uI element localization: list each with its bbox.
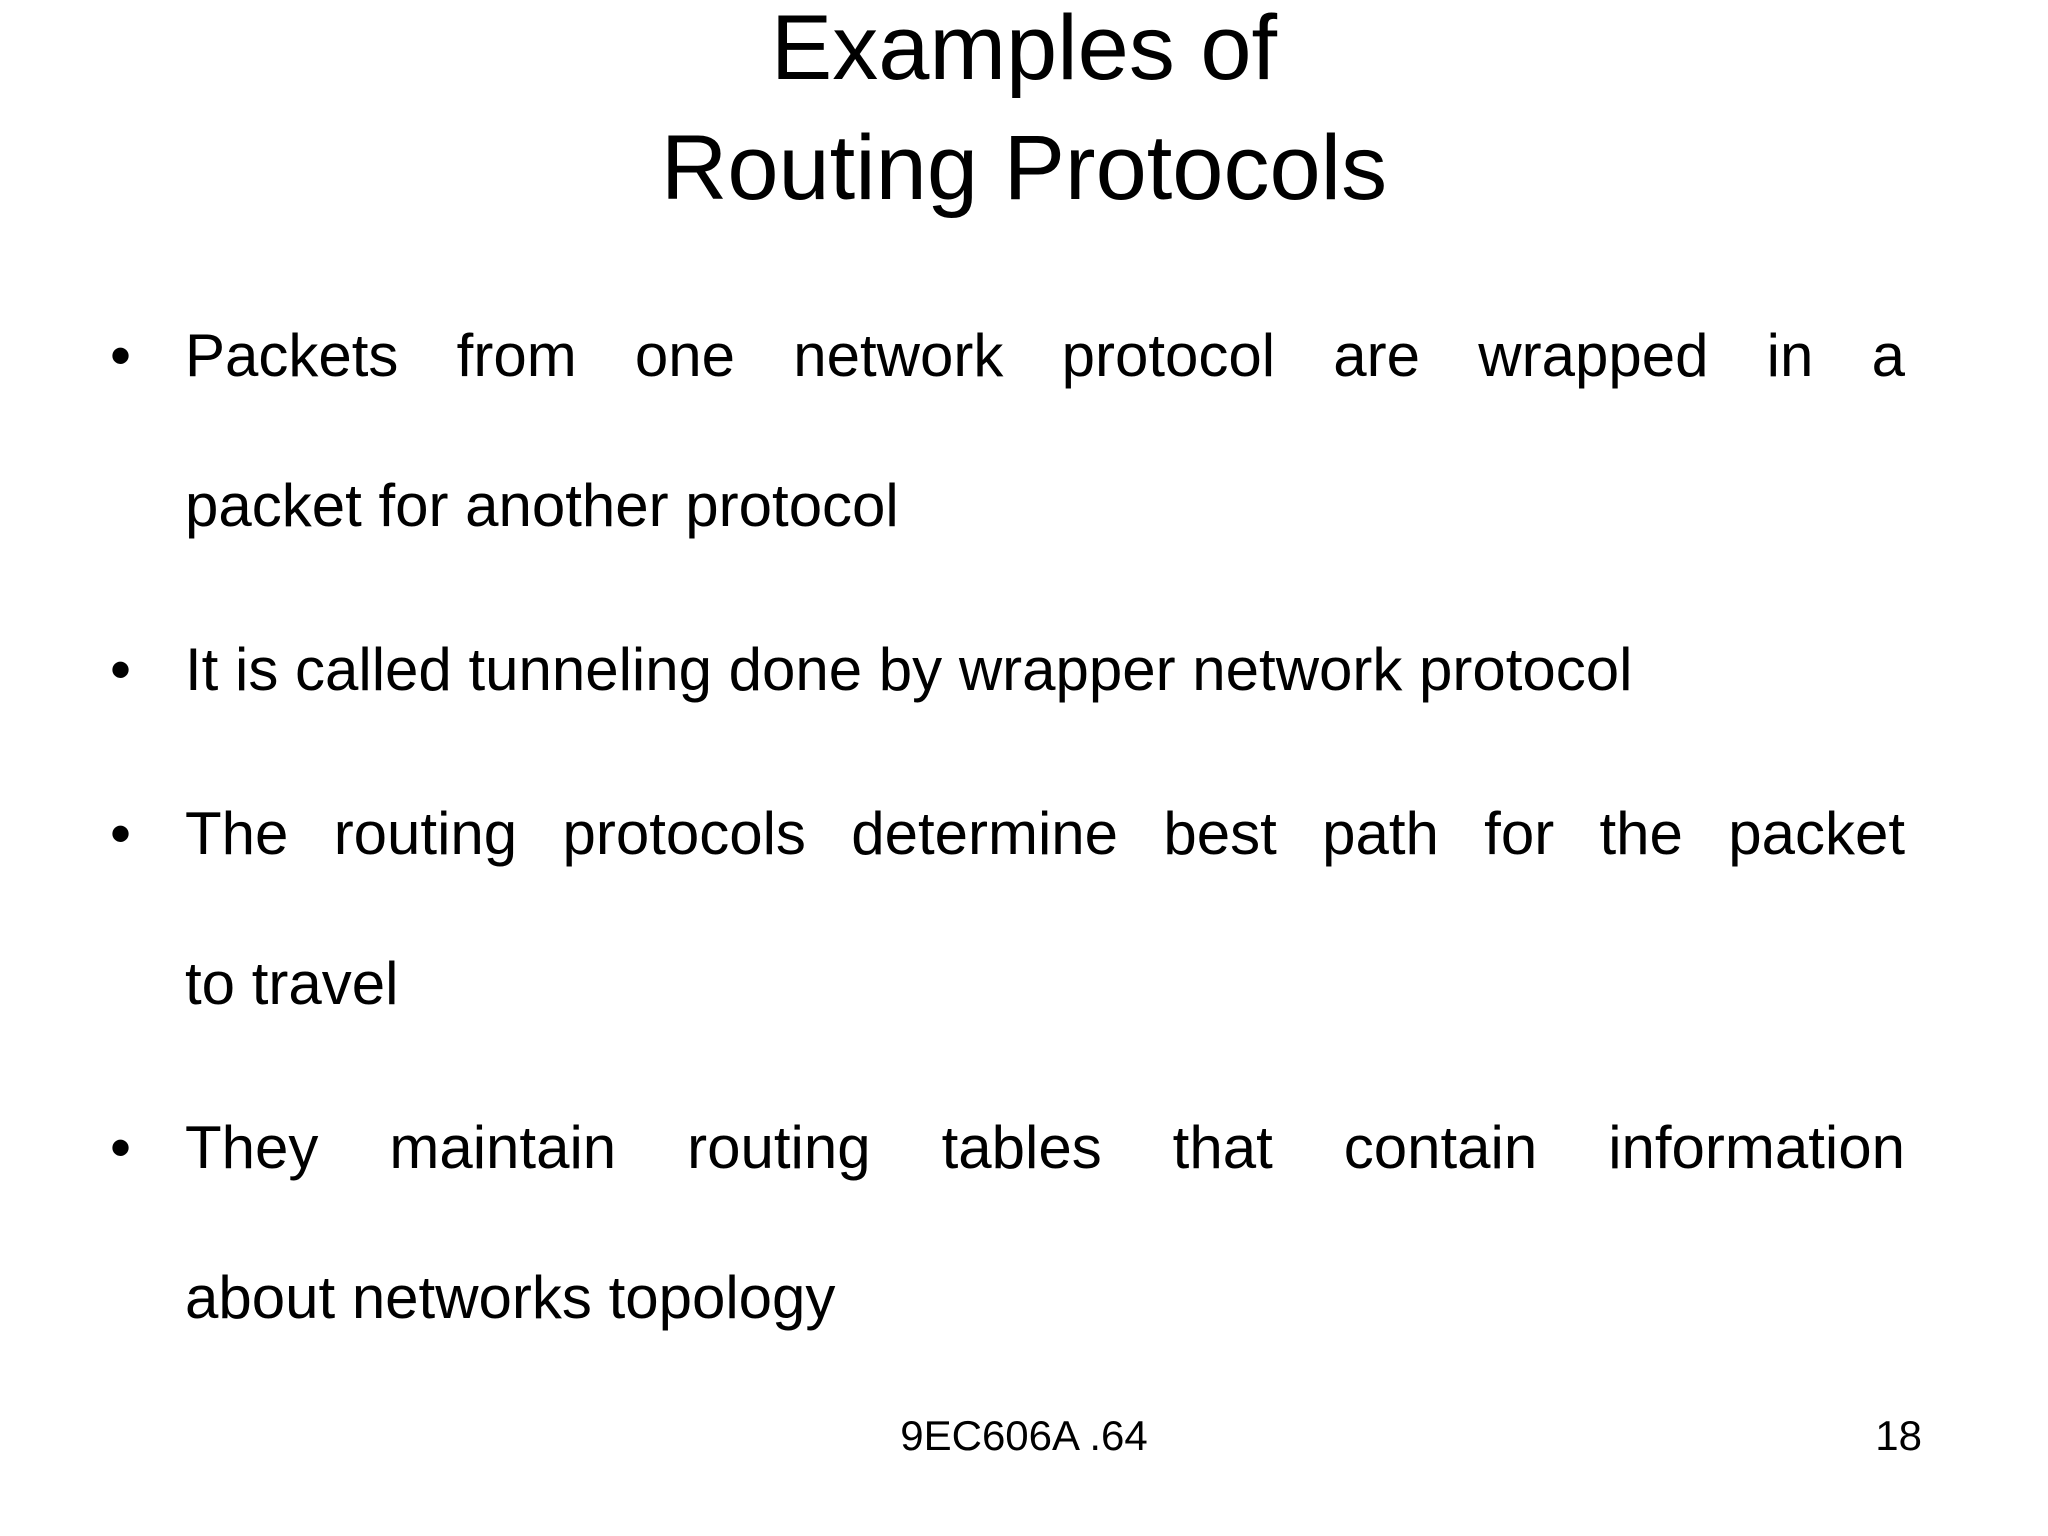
bullet-line: The routing protocols determine best pat… [185,800,1905,867]
bullet-item-2: • It is called tunneling done by wrapper… [110,595,1905,745]
bullet-text: They maintain routing tables that contai… [185,1073,1905,1373]
footer-course-code: 9EC606A .64 [900,1412,1148,1459]
bullet-icon: • [110,1114,132,1181]
page-number: 18 [1875,1412,1922,1459]
bullet-icon: • [110,322,132,389]
bullet-icon: • [110,636,132,703]
bullet-text: The routing protocols determine best pat… [185,759,1905,1059]
title-line-1: Examples of [770,0,1278,99]
title-line-2: Routing Protocols [660,117,1388,219]
bullet-item-3: • The routing protocols determine best p… [110,759,1905,1059]
bullet-item-1: • Packets from one network protocol are … [110,281,1905,581]
bullet-line: Packets from one network protocol are wr… [185,322,1905,389]
bullet-line: It is called tunneling done by wrapper n… [185,636,1633,703]
bullet-item-4: • They maintain routing tables that cont… [110,1073,1905,1373]
bullet-icon: • [110,800,132,867]
bullet-line: They maintain routing tables that contai… [185,1114,1905,1181]
bullet-text: Packets from one network protocol are wr… [185,281,1905,581]
bullet-line: about networks topology [185,1264,836,1331]
bullet-line: to travel [185,950,399,1017]
bullet-list: • Packets from one network protocol are … [110,281,1905,1387]
slide-title: Examples of Routing Protocols [0,0,2048,228]
bullet-line: packet for another protocol [185,472,899,539]
bullet-text: It is called tunneling done by wrapper n… [185,595,1905,745]
